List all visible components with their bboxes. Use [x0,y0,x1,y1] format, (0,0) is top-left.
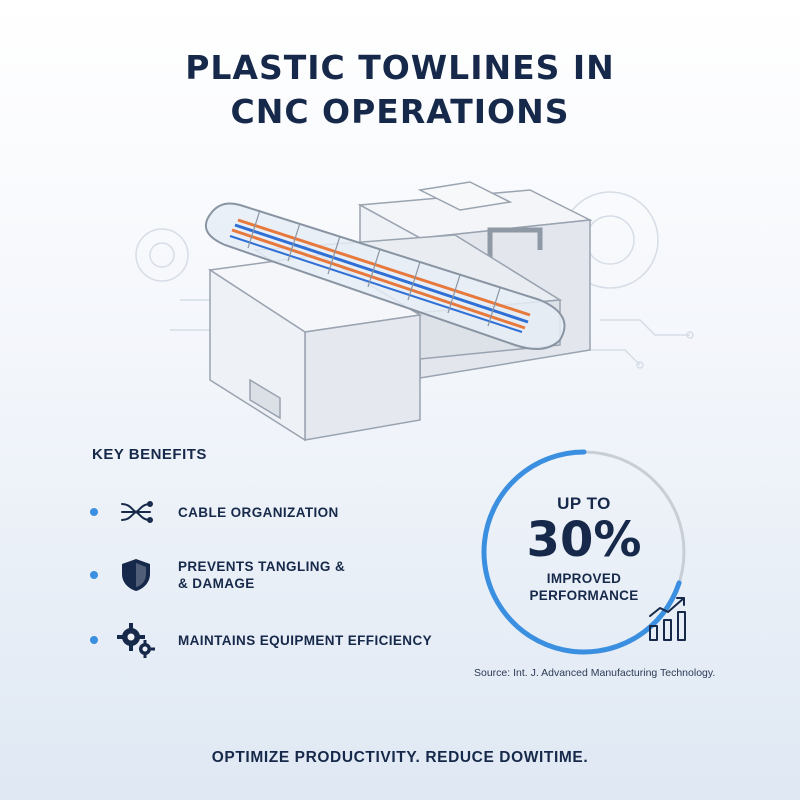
cable-carrier [204,202,566,350]
benefit-label: CABLE ORGANIZATION [178,504,339,520]
performance-ring [481,449,686,655]
tagline: OPTIMIZE PRODUCTIVITY. REDUCE DOWITIME. [211,749,589,766]
stat-value: 30% [526,512,642,568]
benefit-label: PREVENTS TANGLING & & DAMAGE [178,559,346,591]
benefit-label: MAINTAINS EQUIPMENT EFFICIENCY [178,632,433,648]
cnc-towline-illustration [135,181,694,442]
front-block [207,254,423,442]
benefit-cable-organization: CABLE ORGANIZATION [90,494,339,530]
ring-progress [481,449,682,655]
stat-prefix: UP TO [557,494,611,513]
gears-icon [116,622,156,658]
bullet-dot [90,508,98,516]
bullet-dot [90,571,98,579]
title-line-1: PLASTIC TOWLINES IN [185,48,615,87]
benefit-prevents-tangling: PREVENTS TANGLING & & DAMAGE [90,557,345,593]
shield-icon [116,557,156,593]
benefit-maintains-efficiency: MAINTAINS EQUIPMENT EFFICIENCY [90,622,432,658]
title-line-2: CNC OPERATIONS [230,92,570,131]
bullet-dot [90,636,98,644]
cable-icon [116,494,156,530]
trend-chart-icon [649,597,686,641]
key-benefits-heading: KEY BENEFITS [92,446,207,463]
stat-label: IMPROVED PERFORMANCE [529,571,639,603]
page-title: PLASTIC TOWLINES IN CNC OPERATIONS [0,46,800,134]
source-citation: Source: Int. J. Advanced Manufacturing T… [474,667,716,679]
